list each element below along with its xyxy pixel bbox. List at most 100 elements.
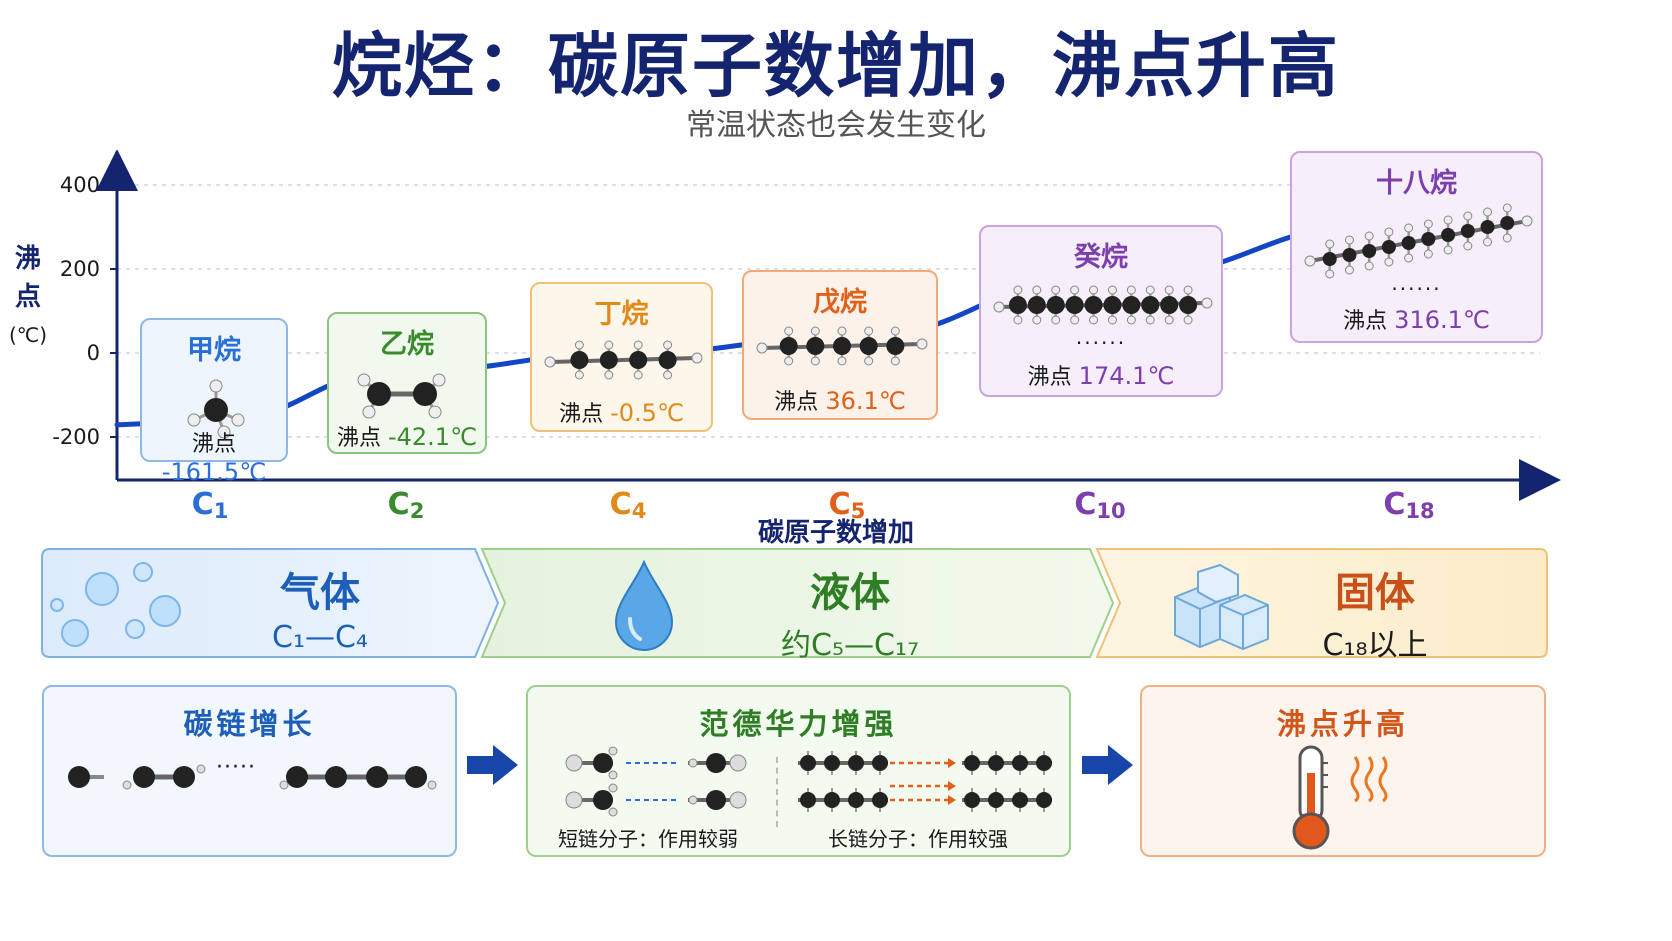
hydrogen-atom — [1364, 231, 1374, 241]
state-name: 气体 — [280, 570, 360, 616]
box-carbon-chain: 碳链增长 ····· — [42, 685, 457, 857]
y-axis-unit: (℃) — [8, 323, 48, 347]
carbon-atom — [872, 755, 888, 771]
carbon-atom — [859, 337, 878, 355]
bp-label: 沸点 — [1343, 309, 1388, 334]
molecule-name: 十八烷 — [1376, 168, 1457, 199]
hydrogen-atom — [784, 326, 794, 336]
hydrogen-atom — [633, 370, 643, 380]
boiling-point-text: 沸点 -42.1℃ — [329, 420, 485, 452]
hydrogen-atom — [1443, 215, 1453, 225]
hydrogen-atom — [1463, 211, 1473, 221]
hydrogen-atom — [1325, 239, 1335, 249]
ellipsis: ...... — [1391, 271, 1442, 295]
hydrogen-atom — [1344, 265, 1354, 275]
bp-label: 沸点 — [774, 390, 819, 415]
carbon-atom — [1421, 232, 1436, 246]
carbon-atom — [1441, 228, 1456, 242]
hydrogen-atom — [1070, 285, 1080, 295]
ethane-molecule-icon — [357, 373, 446, 419]
x-axis-label: 碳原子数增加 — [757, 518, 914, 548]
hydrogen-atom — [574, 370, 584, 380]
carbon-atom — [1141, 296, 1160, 314]
page-subtitle: 常温状态也会发生变化 — [686, 108, 986, 143]
carbon-atom — [1046, 296, 1065, 314]
x-tick-label: C4 — [610, 487, 647, 523]
hydrogen-atom — [1051, 285, 1061, 295]
long-chain-interaction-icon — [798, 751, 1052, 812]
hydrogen-atom — [1325, 269, 1335, 279]
state-name: 液体 — [810, 570, 890, 616]
hydrogen-atom — [1521, 215, 1533, 227]
hydrogen-atom — [1051, 315, 1061, 325]
state-range: C₁—C₄ — [272, 620, 368, 655]
y-tick-label: -200 — [52, 425, 100, 449]
hydrogen-atom — [1304, 255, 1316, 267]
hydrogen-atom — [993, 301, 1005, 313]
carbon-atom — [988, 792, 1004, 808]
carbon-atom — [848, 755, 864, 771]
bp-label: 沸点 — [336, 426, 381, 451]
carbon-atom — [1381, 240, 1396, 254]
bp-value: 316.1℃ — [1394, 306, 1490, 334]
carbon-atom — [1179, 296, 1198, 314]
hydrogen-atom — [604, 340, 614, 350]
bp-value: 36.1℃ — [825, 387, 906, 415]
carbon-atom — [1500, 216, 1515, 230]
bp-label: 沸点 — [1027, 365, 1072, 390]
carbon-atom — [1012, 792, 1028, 808]
carbon-atom — [1012, 755, 1028, 771]
carbon-atom — [806, 337, 825, 355]
hydrogen-atom — [663, 370, 673, 380]
octadecane-molecule-icon — [1304, 203, 1533, 279]
hydrogen-atom — [837, 326, 847, 336]
carbon-atom — [1480, 220, 1495, 234]
y-tick-label: 400 — [60, 173, 100, 197]
hydrogen-atom — [1483, 237, 1493, 247]
box-boiling-point-rises: 沸点升高 — [1140, 685, 1546, 857]
x-tick-label: C10 — [1074, 487, 1125, 523]
carbon-atom — [848, 792, 864, 808]
hydrogen-atom — [1145, 315, 1155, 325]
hydrogen-atom — [1032, 285, 1042, 295]
methane-molecule-icon — [187, 379, 245, 439]
y-tick-label: 200 — [60, 257, 100, 281]
hydrogen-atom — [1089, 315, 1099, 325]
state-range: C₁₈以上 — [1322, 628, 1428, 663]
hydrogen-atom — [1183, 285, 1193, 295]
y-axis-label-char: 沸 — [14, 244, 41, 274]
hydrogen-atom — [810, 326, 820, 336]
carbon-atom — [1122, 296, 1141, 314]
bp-label: 沸点 — [191, 432, 236, 457]
carbon-atom — [1084, 296, 1103, 314]
ellipsis: ...... — [1075, 325, 1127, 349]
carbon-atom — [1160, 296, 1179, 314]
card-butane: 丁烷 沸点 -0.5℃ — [530, 282, 713, 432]
carbon-atom — [964, 755, 980, 771]
hydrogen-atom — [756, 342, 768, 354]
box-van-der-waals: 范德华力增强 短链分子：作用较弱 长链分子：作用较强 — [526, 685, 1071, 857]
x-tick-label: C2 — [388, 487, 425, 523]
hydrogen-atom — [1364, 261, 1374, 271]
ice-cubes-icon — [1174, 563, 1269, 651]
carbon-atom — [1362, 244, 1377, 258]
hydrogen-atom — [1126, 285, 1136, 295]
butane-molecule-icon — [544, 340, 703, 380]
box-title: 范德华力增强 — [699, 707, 898, 741]
state-name: 固体 — [1335, 570, 1415, 616]
carbon-atom — [1460, 224, 1475, 238]
x-tick-label: C18 — [1383, 487, 1434, 523]
carbon-atom — [1036, 755, 1052, 771]
hydrogen-atom — [1502, 233, 1512, 243]
hydrogen-atom — [1483, 207, 1493, 217]
x-tick-label: C1 — [192, 487, 229, 523]
carbon-atom — [800, 792, 816, 808]
card-decane: 癸烷 ...... 沸点 174.1℃ — [979, 225, 1223, 397]
card-methane: 甲烷 沸点 -161.5℃ — [140, 318, 288, 486]
hydrogen-atom — [1384, 257, 1394, 267]
carbon-atom — [1342, 248, 1357, 262]
long-chain-caption: 长链分子：作用较强 — [828, 827, 1008, 851]
hydrogen-atom — [916, 338, 928, 350]
chain-ellipsis: ····· — [216, 755, 256, 780]
